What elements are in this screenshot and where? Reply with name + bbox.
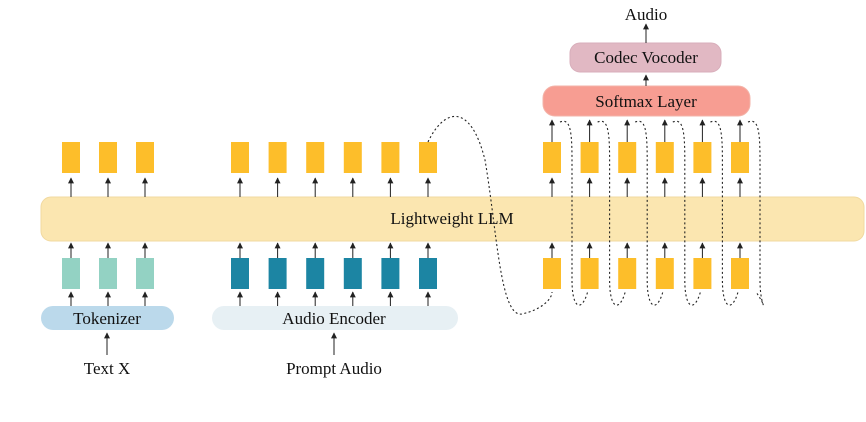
text-output-token [62,142,80,173]
softmax-layer-label: Softmax Layer [595,92,697,111]
audio-input-token [306,258,325,289]
generated-output-token [543,142,561,173]
generated-output-token [618,142,637,173]
prompt-output-token [268,142,287,173]
audio-input-token [381,258,400,289]
generated-input-token [693,258,712,289]
prompt-output-token [231,142,249,173]
audio-input-token [343,258,362,289]
generated-input-token [731,258,749,289]
generated-input-token [543,258,561,289]
prompt-audio-label: Prompt Audio [286,359,382,378]
tokenizer-box [41,306,174,330]
prompt-output-token [343,142,362,173]
text-output-token [99,142,117,173]
codec-vocoder-label: Codec Vocoder [594,48,698,67]
autoregressive-curve [427,115,553,315]
generated-input-token [655,258,674,289]
text-input-token [99,258,117,289]
generated-output-token [693,142,712,173]
audio-input-token [419,258,437,289]
generated-output-token [731,142,749,173]
audio-output-label: Audio [625,5,668,24]
text-output-token [136,142,154,173]
generated-input-token [618,258,637,289]
prompt-output-token [381,142,400,173]
audio-encoder-label: Audio Encoder [282,309,386,328]
prompt-output-token [306,142,325,173]
feedback-loop [747,120,764,306]
text-input-token [136,258,154,289]
arrows-group [68,23,743,355]
generated-input-token [580,258,599,289]
tokens-group [62,142,749,289]
audio-encoder-box [212,306,458,330]
tokenizer-label: Tokenizer [73,309,141,328]
text-input-label: Text X [84,359,131,378]
generated-output-token [655,142,674,173]
autoregressive-path [427,115,764,315]
prompt-output-token [419,142,437,173]
lightweight-llm-label: Lightweight LLM [390,209,513,228]
text-input-token [62,258,80,289]
audio-input-token [268,258,287,289]
audio-input-token [231,258,249,289]
generated-output-token [580,142,599,173]
lightweight-llm-box [40,196,865,242]
